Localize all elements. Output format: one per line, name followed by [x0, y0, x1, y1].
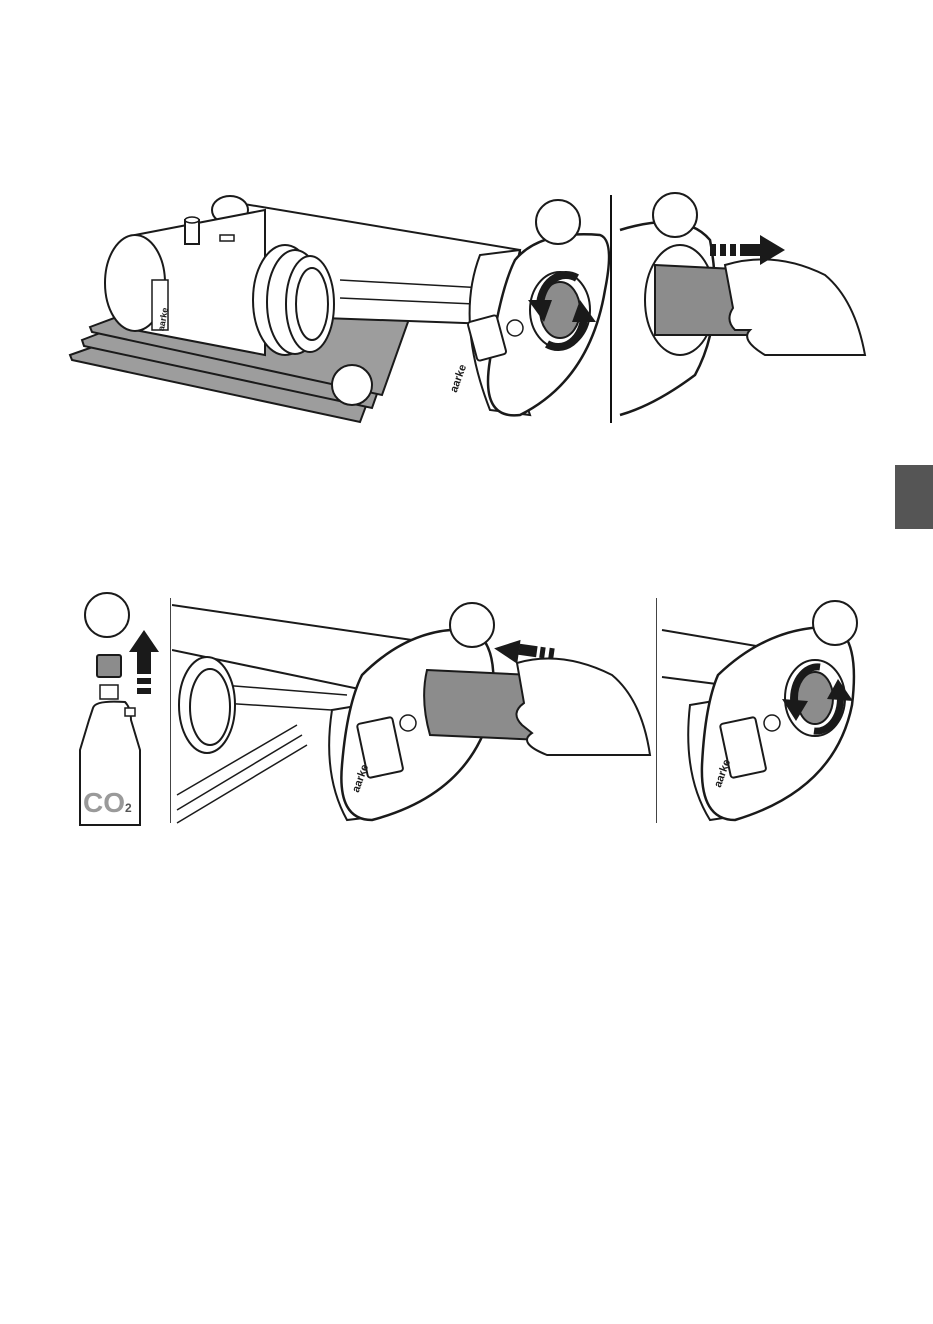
rotate-arrows-icon	[780, 657, 855, 742]
panel-divider	[610, 195, 612, 423]
step-panel-remove	[615, 190, 870, 430]
step-panel-screw-in: aarke	[660, 595, 865, 830]
up-arrow-icon	[129, 630, 159, 710]
insert-cylinder-illustration	[172, 595, 652, 830]
panel-divider	[170, 598, 171, 823]
panel-divider	[656, 598, 657, 823]
step-number-circle	[653, 193, 697, 237]
step-panel-insert: aarke	[172, 595, 652, 830]
step-panel-prepare-cylinder: CO2	[75, 590, 170, 830]
rotate-arrows-icon	[522, 266, 602, 356]
step-number-circle	[536, 200, 580, 244]
step-panel-unscrew: aarke aarke	[60, 180, 610, 430]
step-number-circle	[332, 365, 372, 405]
step-number-circle	[450, 603, 494, 647]
remove-cylinder-illustration	[615, 190, 870, 430]
step-number-circle	[813, 601, 857, 645]
section-tab	[895, 465, 933, 529]
push-arrow-icon	[494, 638, 559, 668]
co2-label: CO2	[83, 787, 132, 819]
pull-arrow-icon	[710, 235, 790, 265]
step-number-circle	[85, 593, 129, 637]
